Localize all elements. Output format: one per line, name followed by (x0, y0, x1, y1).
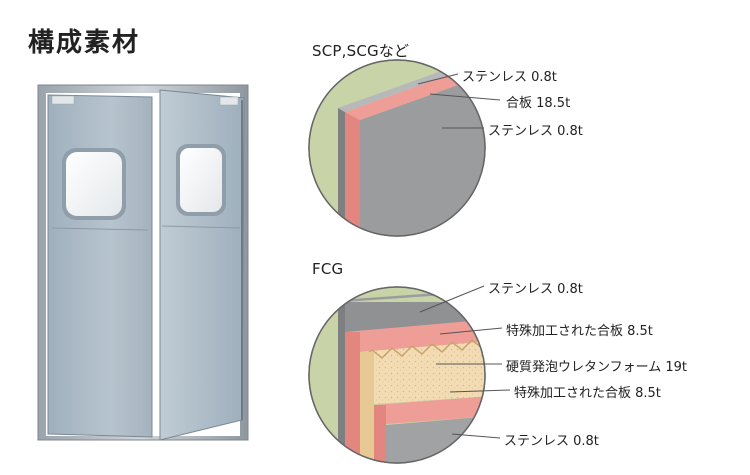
section-diagram-fcg (308, 286, 486, 464)
callout-fcg-stainless-front: ステンレス 0.8t (504, 434, 599, 449)
left-door-leaf (47, 94, 153, 438)
callout-fcg-stainless-back: ステンレス 0.8t (488, 282, 583, 297)
leader-lines-scp (417, 73, 501, 129)
callout-scp-stainless-front: ステンレス 0.8t (488, 124, 583, 139)
section-heading-fcg: FCG (312, 260, 344, 278)
section-heading-scp: SCP,SCGなど (312, 42, 410, 60)
callout-scp-plywood: 合板 18.5t (506, 96, 571, 111)
right-door-leaf (159, 89, 245, 441)
page-title: 構成素材 (28, 28, 141, 58)
callout-fcg-plywood-2: 特殊加工された合板 8.5t (514, 386, 661, 401)
callout-scp-stainless-back: ステンレス 0.8t (462, 70, 557, 85)
section-diagram-scp (308, 59, 486, 237)
leader-lines-fcg (419, 285, 511, 439)
callout-fcg-foam: 硬質発泡ウレタンフォーム 19t (506, 360, 687, 375)
callout-fcg-plywood-1: 特殊加工された合板 8.5t (506, 324, 653, 339)
